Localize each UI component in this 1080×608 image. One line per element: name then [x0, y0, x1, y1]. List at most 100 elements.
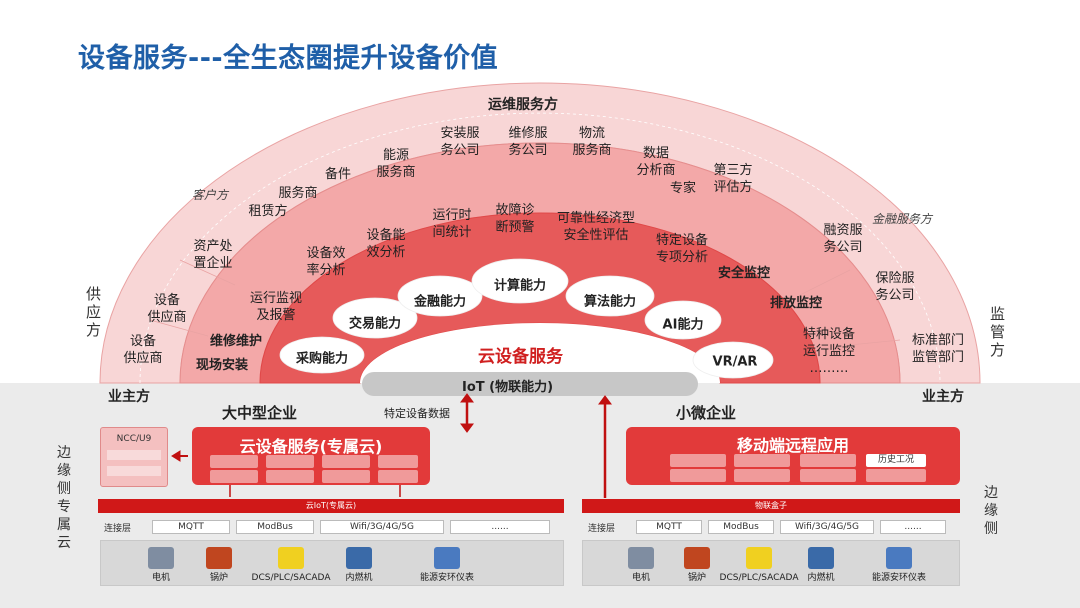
edge-side-label: 边缘侧	[984, 485, 998, 537]
outer-item-supplier1: 设备供应商	[147, 293, 187, 325]
outer-item-standard: 标准部门监管部门	[911, 333, 965, 365]
outer-item-third: 第三方评估方	[713, 163, 753, 195]
outer-item-logistics: 物流服务商	[572, 126, 612, 158]
device-label-1: 锅炉	[209, 573, 229, 583]
protocol-1: ModBus	[708, 520, 774, 534]
cloud-label-compute: 计算能力	[493, 278, 547, 294]
middle-item-special: 特定设备专项分析	[655, 233, 709, 265]
outer-item-data: 数据分析商	[636, 146, 676, 178]
cloud-vrar	[692, 341, 774, 379]
center-bubble	[360, 323, 720, 383]
middle-item-runtime: 运行时间统计	[432, 208, 472, 240]
device-icon-4	[886, 547, 912, 569]
device-icon-3	[346, 547, 372, 569]
private-cloud-panel: 云设备服务(专属云)	[192, 427, 430, 485]
owner-left: 业主方	[108, 389, 150, 405]
private-cloud-title: 云设备服务(专属云)	[239, 437, 383, 456]
outer-item-expert: 专家	[669, 181, 697, 196]
cloud-finance	[397, 275, 483, 317]
right-connect-label: 连接层	[588, 524, 616, 534]
device-label-0: 电机	[631, 573, 651, 583]
middle-item-safety: 安全监控	[717, 266, 771, 281]
device-icon-3	[808, 547, 834, 569]
cloud-iot-bar: 云IoT(专属云)	[98, 499, 564, 513]
cloud-label-vrar: VR/AR	[712, 354, 758, 370]
outer-item-install: 安装服务公司	[440, 126, 480, 158]
small-enterprise-label: 小微企业	[676, 404, 737, 422]
cloud-purchase	[279, 336, 365, 374]
device-icon-0	[148, 547, 174, 569]
clouds	[279, 258, 774, 379]
device-icon-1	[684, 547, 710, 569]
outer-item-leasing: 租赁方	[248, 204, 288, 219]
middle-item-energy_eff: 设备能效分析	[366, 228, 406, 260]
ncc-u9-title: NCC/U9	[116, 434, 152, 444]
protocol-2: Wifi/3G/4G/5G	[320, 520, 444, 534]
edge-private-cloud-label: 边缘侧专属云	[57, 445, 71, 551]
device-icon-1	[206, 547, 232, 569]
outer-item-spare: 备件	[324, 167, 352, 182]
outer-item-energy: 能源服务商	[376, 148, 416, 180]
device-icon-0	[628, 547, 654, 569]
history-chip: 历史工况	[866, 454, 926, 467]
device-label-4: 能源安环仪表	[419, 573, 475, 583]
supplier-side-label: 供应方	[86, 285, 102, 339]
outer-item-repair: 维修服务公司	[508, 126, 548, 158]
page-title: 设备服务---全生态圈提升设备价值	[78, 43, 499, 74]
regulator-side-label: 监管方	[990, 305, 1006, 359]
middle-item-fault: 故障诊断预警	[495, 203, 535, 235]
cloud-device-service-label: 云设备服务	[478, 347, 563, 367]
outer-item-disposal: 资产处置企业	[193, 239, 233, 271]
outer-item-finance: 融资服务公司	[823, 223, 863, 255]
cloud-label-trade: 交易能力	[348, 316, 402, 332]
cloud-compute	[471, 258, 569, 304]
right-device-row: 电机 锅炉 DCS/PLC/SACADA 内燃机 能源安环仪表	[582, 540, 960, 586]
device-label-3: 内燃机	[807, 573, 835, 583]
mobile-remote-panel: 移动端远程应用 历史工况	[626, 427, 960, 485]
iot-bar	[362, 372, 698, 396]
cloud-label-purchase: 采购能力	[295, 351, 349, 367]
outer-dash	[139, 112, 941, 384]
large-enterprise-label: 大中型企业	[222, 404, 298, 422]
protocol-1: ModBus	[236, 520, 314, 534]
device-icon-2	[278, 547, 304, 569]
ops-service-header: 运维服务方	[488, 97, 558, 113]
device-label-3: 内燃机	[345, 573, 373, 583]
device-label-4: 能源安环仪表	[871, 573, 927, 583]
arrows	[171, 393, 612, 498]
device-label-2: DCS/PLC/SACADA	[251, 573, 331, 583]
device-icon-2	[746, 547, 772, 569]
protocol-0: MQTT	[636, 520, 702, 534]
customer-note: 客户方	[192, 188, 229, 202]
cloud-label-ai: AI能力	[662, 317, 704, 333]
middle-item-maintenance: 维修维护	[209, 334, 263, 349]
owner-right: 业主方	[922, 389, 964, 405]
outer-item-insurance: 保险服务公司	[875, 271, 915, 303]
right-protocols: MQTT ModBus Wifi/3G/4G/5G......	[636, 520, 958, 534]
cloud-trade	[332, 297, 418, 339]
iot-label: IoT (物联能力)	[462, 380, 554, 395]
protocol-3: ......	[880, 520, 946, 534]
device-label-2: DCS/PLC/SACADA	[719, 573, 799, 583]
middle-item-special_monitor: 特种设备运行监控………	[802, 327, 856, 376]
protocol-2: Wifi/3G/4G/5G	[780, 520, 874, 534]
outer-separators	[149, 259, 901, 346]
device-icon-4	[434, 547, 460, 569]
outer-item-service: 服务商	[278, 186, 318, 201]
middle-item-install_site: 现场安装	[195, 358, 249, 373]
cloud-ai	[644, 300, 722, 340]
cloud-label-algorithm: 算法能力	[583, 294, 637, 310]
protocol-0: MQTT	[152, 520, 230, 534]
middle-item-efficiency: 设备效率分析	[306, 246, 346, 278]
specific-data-label: 特定设备数据	[384, 407, 450, 420]
ncc-u9-box: NCC/U9	[100, 427, 168, 487]
device-label-1: 锅炉	[687, 573, 707, 583]
middle-item-emission: 排放监控	[769, 296, 823, 311]
cloud-algorithm	[565, 275, 655, 317]
finance-note: 金融服务方	[872, 212, 933, 226]
outer-item-supplier2: 设备供应商	[123, 334, 163, 366]
